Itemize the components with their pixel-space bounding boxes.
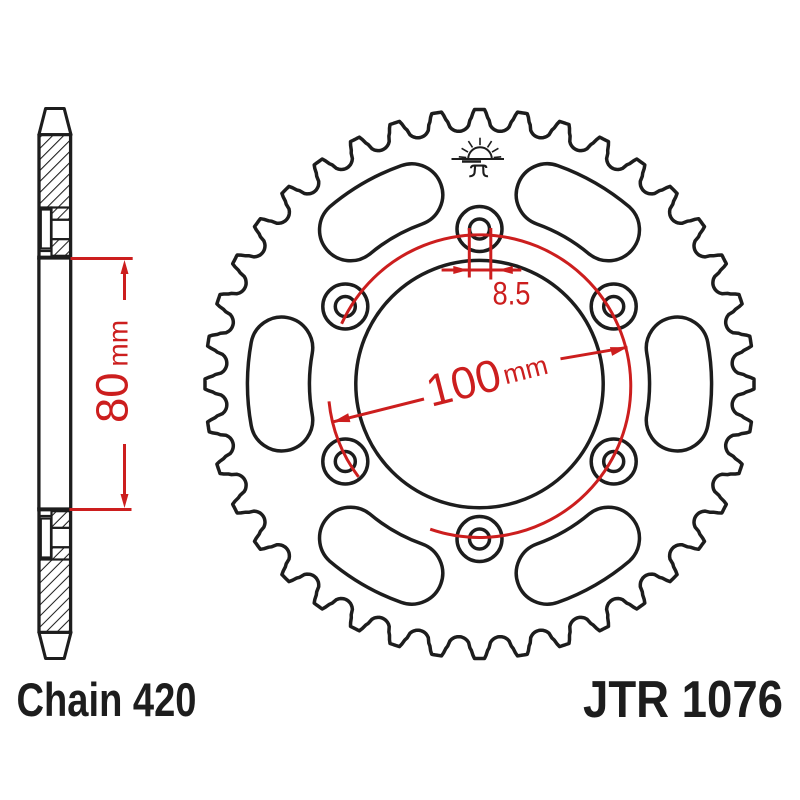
svg-text:JTR 1076: JTR 1076	[583, 671, 783, 729]
svg-text:Chain 420: Chain 420	[17, 673, 197, 726]
svg-text:8.5: 8.5	[493, 276, 531, 312]
